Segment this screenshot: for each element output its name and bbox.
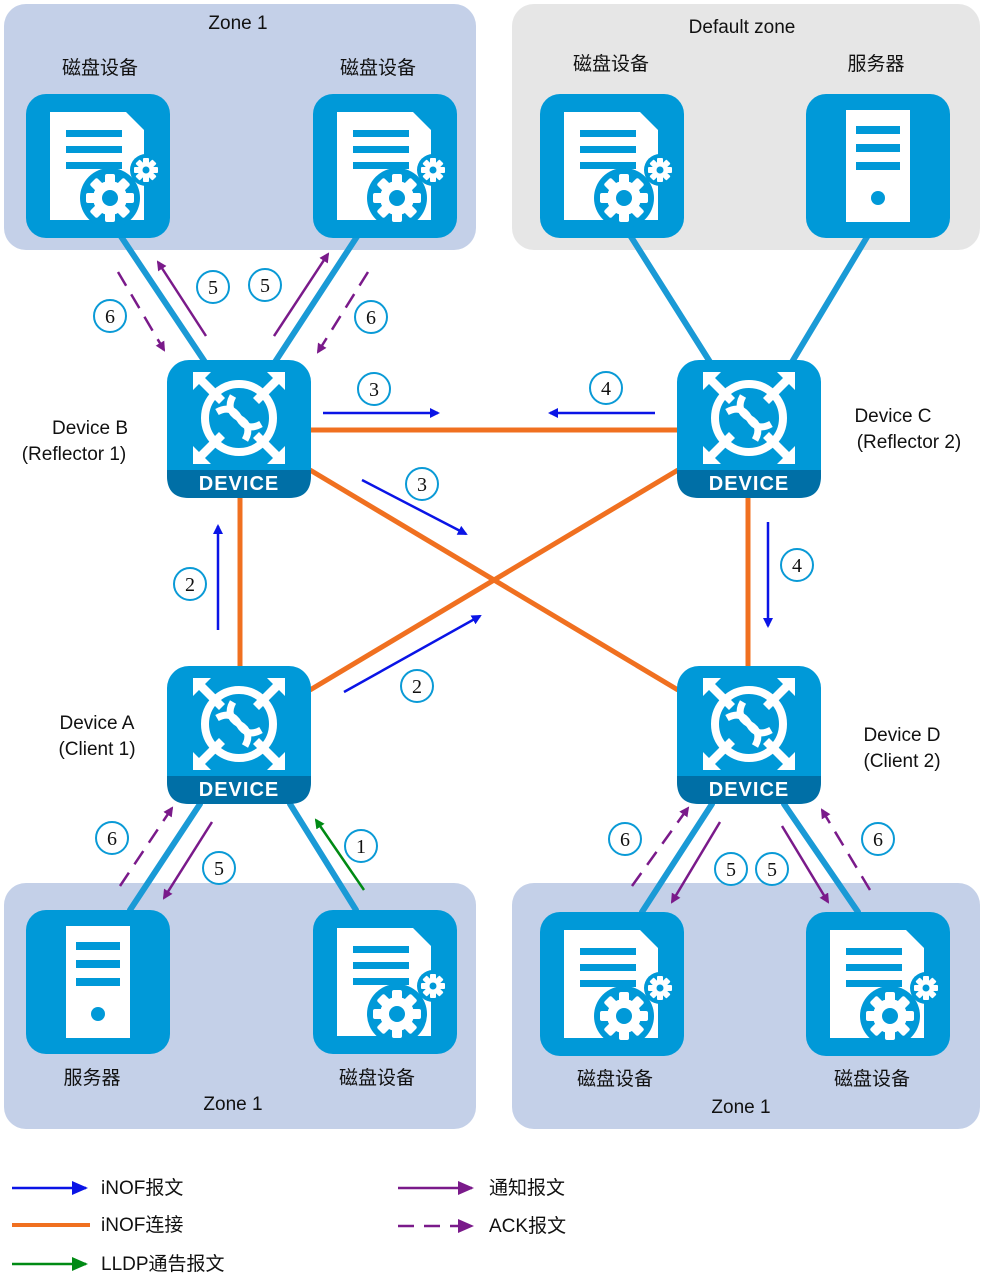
step-6: 6 — [93, 299, 127, 333]
access-cables — [115, 229, 873, 915]
step-6: 6 — [861, 822, 895, 856]
server-icon — [806, 94, 950, 238]
zone-bottom-right-title: Zone 1 — [711, 1097, 770, 1118]
svg-text:iNOF连接: iNOF连接 — [101, 1214, 183, 1236]
svg-text:6: 6 — [873, 829, 883, 851]
tr-disk-label: 磁盘设备 — [573, 53, 649, 75]
disk-device-icon — [26, 94, 170, 238]
svg-text:5: 5 — [260, 275, 270, 297]
device-d-role: (Client 2) — [863, 751, 940, 772]
legend-inof-message: iNOF报文 — [12, 1177, 183, 1199]
device-c-badge: DEVICE — [709, 473, 789, 495]
device-c: DEVICE — [677, 360, 821, 498]
svg-text:4: 4 — [601, 378, 611, 400]
notify-arrows — [156, 252, 830, 904]
device-b-role: (Reflector 1) — [22, 444, 127, 465]
step-1: 1 — [344, 829, 378, 863]
device-d: DEVICE — [677, 666, 821, 804]
step-5: 5 — [196, 270, 230, 304]
tl-disk1-label: 磁盘设备 — [62, 57, 138, 79]
br-disk2-label: 磁盘设备 — [834, 1068, 910, 1090]
device-b: DEVICE — [167, 360, 311, 498]
br-disk1-label: 磁盘设备 — [577, 1068, 653, 1090]
svg-text:2: 2 — [185, 574, 195, 596]
svg-text:4: 4 — [792, 555, 802, 577]
device-a-badge: DEVICE — [199, 779, 279, 801]
legend-ack: ACK报文 — [398, 1215, 566, 1237]
tr-server-label: 服务器 — [847, 53, 904, 75]
svg-text:通知报文: 通知报文 — [489, 1177, 565, 1199]
device-a-name: Device A — [60, 713, 135, 734]
svg-text:2: 2 — [412, 676, 422, 698]
disk-device-icon — [540, 912, 684, 1056]
step-2: 2 — [173, 567, 207, 601]
step-6: 6 — [608, 822, 642, 856]
svg-text:5: 5 — [214, 858, 224, 880]
step-4: 4 — [589, 371, 623, 405]
step-5: 5 — [755, 852, 789, 886]
legend: iNOF报文 iNOF连接 LLDP通告报文 通知报文 ACK报文 — [12, 1177, 566, 1275]
step-2: 2 — [400, 669, 434, 703]
lldp-arrow — [314, 818, 366, 891]
device-d-badge: DEVICE — [709, 779, 789, 801]
step-5: 5 — [202, 851, 236, 885]
step-6: 6 — [95, 821, 129, 855]
step-5: 5 — [248, 268, 282, 302]
device-b-badge: DEVICE — [199, 473, 279, 495]
disk-device-icon — [313, 910, 457, 1054]
step-5: 5 — [714, 852, 748, 886]
svg-text:5: 5 — [726, 859, 736, 881]
inof-links — [237, 427, 751, 693]
svg-text:6: 6 — [107, 828, 117, 850]
server-icon — [26, 910, 170, 1054]
bl-disk-label: 磁盘设备 — [339, 1067, 415, 1089]
step-3: 3 — [357, 372, 391, 406]
svg-text:LLDP通告报文: LLDP通告报文 — [101, 1253, 225, 1275]
tl-disk2-label: 磁盘设备 — [340, 57, 416, 79]
svg-text:3: 3 — [417, 474, 427, 496]
zone-top-right-title: Default zone — [689, 17, 796, 38]
bl-server-label: 服务器 — [63, 1067, 120, 1089]
legend-inof-link: iNOF连接 — [12, 1214, 183, 1236]
svg-text:iNOF报文: iNOF报文 — [101, 1177, 183, 1199]
svg-text:5: 5 — [208, 277, 218, 299]
device-a: DEVICE — [167, 666, 311, 804]
svg-text:ACK报文: ACK报文 — [489, 1215, 566, 1237]
legend-lldp: LLDP通告报文 — [12, 1253, 225, 1275]
disk-device-icon — [806, 912, 950, 1056]
disk-device-icon — [540, 94, 684, 238]
device-c-role: (Reflector 2) — [857, 432, 962, 453]
inof-message-arrows — [213, 408, 773, 694]
svg-text:5: 5 — [767, 859, 777, 881]
svg-text:3: 3 — [369, 379, 379, 401]
device-d-name: Device D — [863, 725, 940, 746]
device-c-name: Device C — [854, 406, 931, 427]
legend-notify: 通知报文 — [398, 1177, 565, 1199]
zone-bottom-left-title: Zone 1 — [203, 1094, 262, 1115]
device-a-role: (Client 1) — [58, 739, 135, 760]
svg-text:6: 6 — [366, 307, 376, 329]
step-6: 6 — [354, 300, 388, 334]
step-3: 3 — [405, 467, 439, 501]
ack-arrows — [116, 271, 872, 891]
disk-device-icon — [313, 94, 457, 238]
step-4: 4 — [780, 548, 814, 582]
svg-text:1: 1 — [356, 836, 366, 858]
device-b-name: Device B — [52, 418, 128, 439]
svg-text:6: 6 — [620, 829, 630, 851]
step-markers: 1 2 2 3 3 4 4 5 — [93, 268, 895, 886]
svg-text:6: 6 — [105, 306, 115, 328]
zone-top-left-title: Zone 1 — [208, 13, 267, 34]
